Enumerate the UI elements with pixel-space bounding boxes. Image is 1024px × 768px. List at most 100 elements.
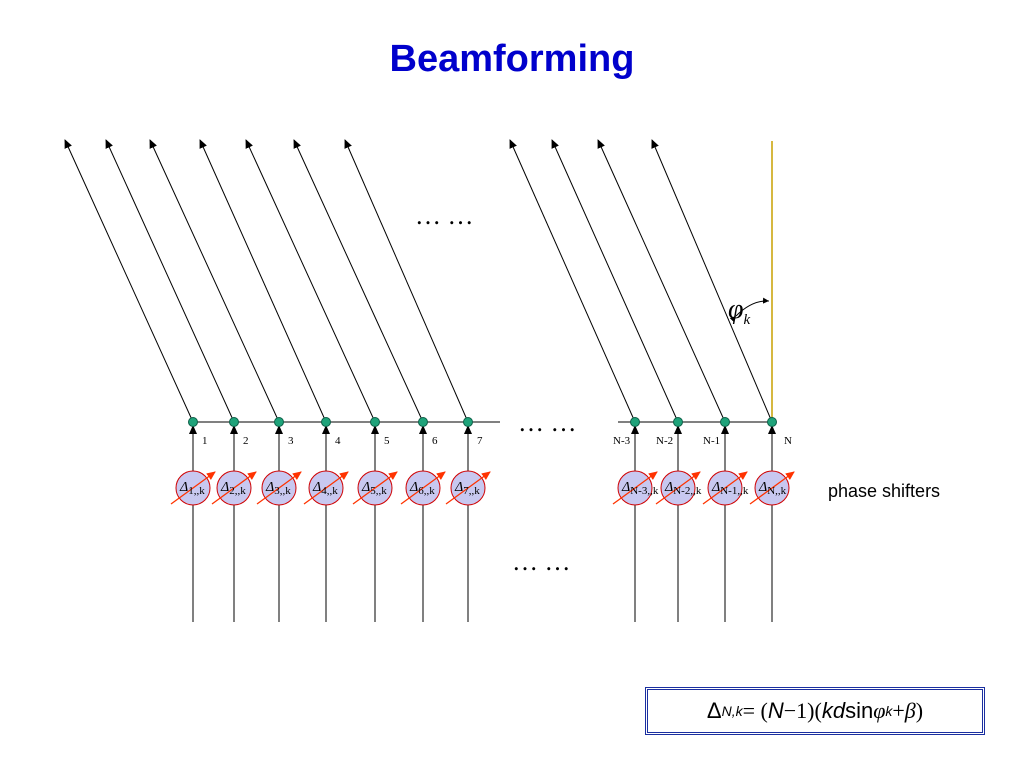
angle-arc (729, 297, 770, 323)
element-label: 4 (335, 435, 341, 447)
beam-arrow (509, 139, 636, 423)
array-element: 3Δ3,,k (149, 139, 302, 622)
phase-shifter-label: Δ3,,k (265, 480, 291, 497)
array-element: 5Δ5,,k (245, 139, 398, 622)
delta-symbol: Δ (312, 480, 321, 495)
phase-shifter-label: Δ5,,k (361, 480, 387, 497)
formula-n: N (767, 698, 784, 723)
formula-phi: φ (873, 698, 886, 723)
antenna-node (321, 417, 331, 427)
phase-shifter-arrow (400, 471, 446, 505)
phase-shifter-label: Δ1,,k (179, 480, 205, 497)
beam-arrow (344, 139, 469, 423)
antenna-node (229, 417, 239, 427)
formula-lhs: Δ (706, 698, 722, 723)
element-label: 3 (288, 435, 294, 447)
formula-plus: + (892, 698, 905, 723)
phase-shifter-label: ΔN,,k (758, 480, 787, 497)
shifter-subscript: 6,,k (418, 485, 435, 497)
beam-arrow (64, 139, 194, 423)
ellipsis-feeds: … … (512, 547, 571, 576)
antenna-node (673, 417, 683, 427)
formula-kd: kd (821, 698, 846, 723)
array-elements: 1Δ1,,k2Δ2,,k3Δ3,,k4Δ4,,k5Δ5,,k6Δ6,,k7Δ7,… (64, 139, 795, 622)
formula-lhs-sub: N,k (721, 703, 743, 719)
element-label: 6 (432, 435, 438, 447)
phase-shifter-arrow (352, 471, 398, 505)
phase-shifter-label: Δ2,,k (220, 480, 246, 497)
shifter-subscript: 4,,k (321, 485, 338, 497)
beam-arrow (149, 139, 280, 423)
array-element: 1Δ1,,k (64, 139, 216, 622)
delta-symbol: Δ (220, 480, 229, 495)
antenna-node (630, 417, 640, 427)
element-label: N-1 (703, 435, 720, 447)
element-label: 5 (384, 435, 390, 447)
phase-shifters-label: phase shifters (828, 481, 940, 501)
phase-shifter-arrow (170, 471, 216, 505)
antenna-node (767, 417, 777, 427)
delta-symbol: Δ (664, 480, 673, 495)
shifter-subscript: N,,k (767, 485, 786, 497)
element-label: N-3 (613, 435, 631, 447)
array-element: 2Δ2,,k (105, 139, 257, 622)
array-element: N-3ΔN-3,,k (509, 139, 659, 622)
phase-shifter-label: ΔN-2,,k (664, 480, 702, 497)
delta-symbol: Δ (409, 480, 418, 495)
delta-symbol: Δ (265, 480, 274, 495)
formula-beta: β (904, 698, 916, 723)
formula-minus-one: −1 (783, 698, 808, 723)
shifter-subscript: 2,,k (229, 485, 246, 497)
array-element: N-1ΔN-1,,k (597, 139, 749, 622)
phase-shifter-label: ΔN-3,,k (621, 480, 659, 497)
formula-phi-sub: k (885, 703, 893, 719)
element-label: 1 (202, 435, 208, 447)
shifter-subscript: 7,,k (463, 485, 480, 497)
beam-arrow (245, 139, 376, 423)
element-label: 2 (243, 435, 249, 447)
delta-symbol: Δ (711, 480, 720, 495)
array-element: 6Δ6,,k (293, 139, 446, 622)
array-element: N-2ΔN-2,,k (551, 139, 702, 622)
phase-shifter-arrow (749, 471, 795, 505)
element-label: 7 (477, 435, 483, 447)
formula-close: ) (915, 698, 924, 723)
phase-shifter-label: Δ7,,k (454, 480, 480, 497)
shifter-subscript: N-3,,k (630, 485, 659, 497)
page-title: Beamforming (389, 38, 635, 80)
delta-symbol: Δ (454, 480, 463, 495)
beam-arrow (105, 139, 235, 423)
antenna-node (188, 417, 198, 427)
array-element: 7Δ7,,k (344, 139, 491, 622)
antenna-node (720, 417, 730, 427)
delta-symbol: Δ (758, 480, 767, 495)
phase-shifter-label: Δ4,,k (312, 480, 338, 497)
beam-arrow (199, 139, 327, 423)
shifter-subscript: 3,,k (274, 485, 291, 497)
ellipsis-beams: … … (415, 201, 474, 230)
antenna-node (463, 417, 473, 427)
formula-sin: sin (845, 698, 874, 723)
element-label: N-2 (656, 435, 673, 447)
delta-symbol: Δ (179, 480, 188, 495)
delta-symbol: Δ (621, 480, 630, 495)
element-label: N (784, 435, 792, 447)
array-element: 4Δ4,,k (199, 139, 349, 622)
formula-eq: = ( (742, 698, 768, 723)
antenna-node (370, 417, 380, 427)
beam-arrow (293, 139, 424, 423)
shifter-subscript: 1,,k (188, 485, 205, 497)
antenna-node (274, 417, 284, 427)
array-element: NΔN,,k (651, 139, 795, 622)
phase-shifter-arrow (655, 471, 701, 505)
shifter-subscript: N-2,,k (673, 485, 702, 497)
shifter-subscript: 5,,k (370, 485, 387, 497)
phase-shifter-arrow (211, 471, 257, 505)
antenna-node (418, 417, 428, 427)
phase-shifter-label: Δ6,,k (409, 480, 435, 497)
beam-arrow (597, 139, 726, 423)
ellipsis-array: … … (518, 408, 577, 437)
angle-label: φk (728, 294, 751, 328)
formula-mid: )( (807, 698, 822, 723)
